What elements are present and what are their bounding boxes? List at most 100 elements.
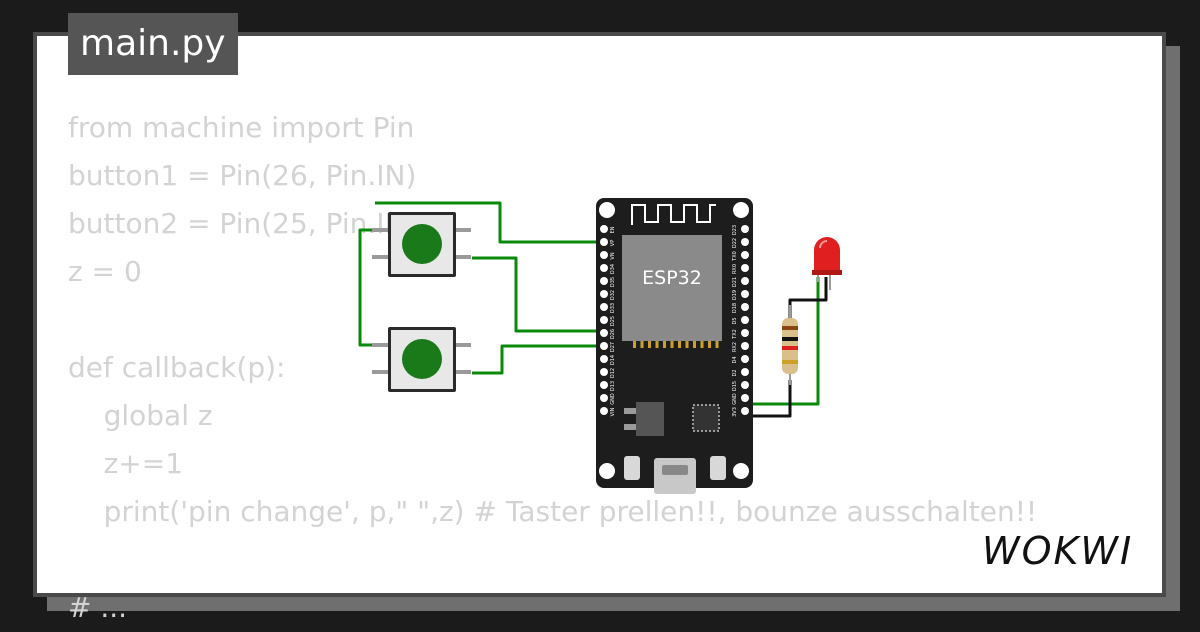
code-line: def callback(p): [68, 351, 286, 384]
button-cap[interactable] [402, 224, 442, 264]
module-pad [700, 341, 704, 348]
push-button-2[interactable] [372, 327, 471, 392]
antenna-trace [631, 204, 716, 225]
pin-d12[interactable] [600, 368, 608, 376]
usb-port [654, 458, 696, 494]
pin-label: VIN [610, 407, 616, 416]
pin-vp[interactable] [600, 238, 608, 246]
module-pad [663, 341, 666, 348]
file-tab[interactable]: main.py [68, 13, 238, 75]
board-label: ESP32 [642, 267, 702, 289]
pin-gnd[interactable] [741, 394, 749, 402]
module-pad [670, 341, 674, 348]
pin-label: D35 [610, 277, 616, 287]
pin-d2[interactable] [741, 368, 749, 376]
pin-d18[interactable] [741, 303, 749, 311]
pin-d14[interactable] [600, 355, 608, 363]
button-leg [372, 343, 388, 347]
right-pin-header: D23D22TX0RX0D21D19D18D5TX2RX2D4D2D15GND3… [732, 225, 749, 417]
module-pad [678, 341, 681, 348]
pin-d26[interactable] [600, 329, 608, 337]
usb-port-slot [662, 465, 688, 475]
mount-hole [733, 463, 749, 479]
pin-3v3[interactable] [741, 407, 749, 415]
code-line: from machine import Pin [68, 111, 415, 144]
pin-d19[interactable] [741, 290, 749, 298]
module-pad [693, 341, 696, 348]
pin-label: D33 [610, 303, 616, 313]
pin-vn[interactable] [600, 251, 608, 259]
wire-resistor-gnd [742, 380, 792, 418]
wifi-module [622, 235, 722, 341]
button-leg [372, 228, 388, 232]
pin-d25[interactable] [600, 316, 608, 324]
button-cap[interactable] [402, 339, 442, 379]
reset-button[interactable] [624, 456, 640, 480]
mount-hole [599, 463, 615, 479]
pin-label: D12 [610, 368, 616, 378]
pin-d35[interactable] [600, 277, 608, 285]
pin-label: GND [610, 393, 616, 405]
usb-serial-chip [692, 404, 720, 432]
pin-gnd[interactable] [600, 394, 608, 402]
pin-d23[interactable] [741, 225, 749, 233]
pin-d4[interactable] [741, 355, 749, 363]
wires [358, 201, 828, 418]
pin-tx2[interactable] [741, 329, 749, 337]
button-leg [372, 370, 388, 374]
pin-d5[interactable] [741, 316, 749, 324]
code-line: button2 = Pin(25, Pin.IN) [68, 207, 417, 240]
button-leg [455, 370, 471, 374]
pin-label: D34 [610, 264, 616, 274]
pin-label: TX0 [732, 251, 738, 262]
module-pad [633, 341, 636, 348]
button-leg [455, 255, 471, 259]
pin-label: RX2 [732, 342, 738, 352]
pin-label: 3V3 [732, 407, 738, 417]
pin-label: D25 [610, 316, 616, 326]
pin-d15[interactable] [741, 381, 749, 389]
module-pad [648, 341, 651, 348]
pin-rx2[interactable] [741, 342, 749, 350]
pin-label: VN [610, 252, 616, 259]
pin-label: D19 [732, 290, 738, 300]
pin-d13[interactable] [600, 381, 608, 389]
pin-d34[interactable] [600, 264, 608, 272]
pin-label: D5 [732, 317, 738, 324]
pin-label: RX0 [732, 264, 738, 274]
wire-button2-d26 [472, 344, 604, 375]
pin-d21[interactable] [741, 277, 749, 285]
pin-label: D22 [732, 238, 738, 248]
led-highlight [819, 240, 828, 249]
pin-d22[interactable] [741, 238, 749, 246]
wokwi-logo-text: WOKWI [982, 529, 1133, 573]
pin-vin[interactable] [600, 407, 608, 415]
resistor-band [782, 346, 798, 350]
pin-d33[interactable] [600, 303, 608, 311]
boot-button[interactable] [710, 456, 726, 480]
red-led[interactable] [812, 237, 842, 290]
led-body [814, 237, 840, 274]
button-leg [455, 343, 471, 347]
module-pad [708, 341, 711, 348]
pin-label: D21 [732, 277, 738, 287]
pin-d27[interactable] [600, 342, 608, 350]
pin-rx0[interactable] [741, 264, 749, 272]
pin-label: D26 [610, 329, 616, 339]
pin-label: D13 [610, 381, 616, 391]
pin-label: D32 [610, 290, 616, 300]
wire-led-d15 [742, 277, 820, 406]
code-line: print('pin change', p," ",z) # Taster pr… [68, 495, 1038, 528]
pin-en[interactable] [600, 225, 608, 233]
button-leg [372, 255, 388, 259]
pin-label: GND [732, 393, 738, 405]
esp32-board[interactable]: ESP32 ENVPVND34D35D32D33D25D26D27D14D12D… [596, 198, 753, 494]
pin-d32[interactable] [600, 290, 608, 298]
pin-tx0[interactable] [741, 251, 749, 259]
push-button-1[interactable] [372, 212, 471, 277]
pin-label: TX2 [732, 329, 738, 340]
resistor[interactable] [782, 305, 798, 385]
mount-hole [733, 202, 749, 218]
resistor-band [782, 326, 798, 330]
